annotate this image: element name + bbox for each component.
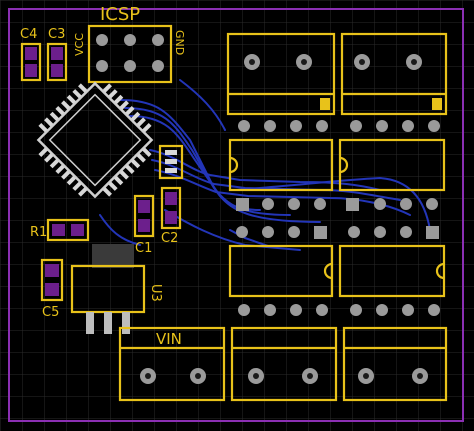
vcc-label: VCC — [73, 33, 86, 56]
resistor-r1[interactable]: R1 — [30, 218, 90, 242]
icsp-pin-4 — [96, 60, 108, 72]
capacitor-c5[interactable]: C5 — [40, 258, 64, 320]
u3-label: U3 — [148, 284, 163, 302]
pad-row-3 — [236, 226, 439, 239]
relay-1[interactable] — [226, 32, 336, 116]
icsp-pin-2 — [124, 34, 136, 46]
dip-ic-3[interactable] — [228, 244, 334, 298]
icsp-pin-3 — [152, 34, 164, 46]
capacitor-c3[interactable]: C3 — [46, 27, 68, 82]
capacitor-c2[interactable]: C2 — [160, 186, 182, 246]
regulator-u3[interactable]: U3 — [70, 244, 163, 334]
vin-label: VIN — [156, 330, 182, 348]
icsp-pin-5 — [124, 60, 136, 72]
terminal-block-3[interactable] — [342, 326, 448, 402]
c1-label: C1 — [135, 241, 152, 256]
c2-label: C2 — [161, 231, 178, 246]
capacitor-c1[interactable]: C1 — [133, 194, 155, 256]
gnd-label: GND — [173, 30, 186, 55]
dip-ic-1[interactable] — [228, 138, 334, 192]
icsp-pin-1 — [96, 34, 108, 46]
icsp-header[interactable]: ICSP VCC GND — [73, 4, 186, 84]
terminal-vin[interactable]: VIN — [118, 326, 226, 402]
crystal[interactable] — [158, 144, 184, 180]
terminal-block-2[interactable] — [230, 326, 338, 402]
c5-label: C5 — [42, 305, 59, 320]
capacitor-c4[interactable]: C4 — [20, 27, 42, 82]
relay-2[interactable] — [340, 32, 448, 116]
pad-row-1 — [238, 120, 440, 132]
icsp-pin-6 — [152, 60, 164, 72]
pad-row-2 — [236, 198, 438, 211]
icsp-label: ICSP — [100, 4, 140, 25]
c4-label: C4 — [20, 27, 37, 42]
c3-label: C3 — [48, 27, 65, 42]
pad-row-4 — [238, 304, 440, 316]
board-outline — [8, 8, 464, 422]
dip-ic-4[interactable] — [338, 244, 446, 298]
dip-ic-2[interactable] — [338, 138, 446, 192]
microcontroller-chip[interactable] — [24, 69, 165, 210]
r1-label: R1 — [30, 225, 47, 240]
